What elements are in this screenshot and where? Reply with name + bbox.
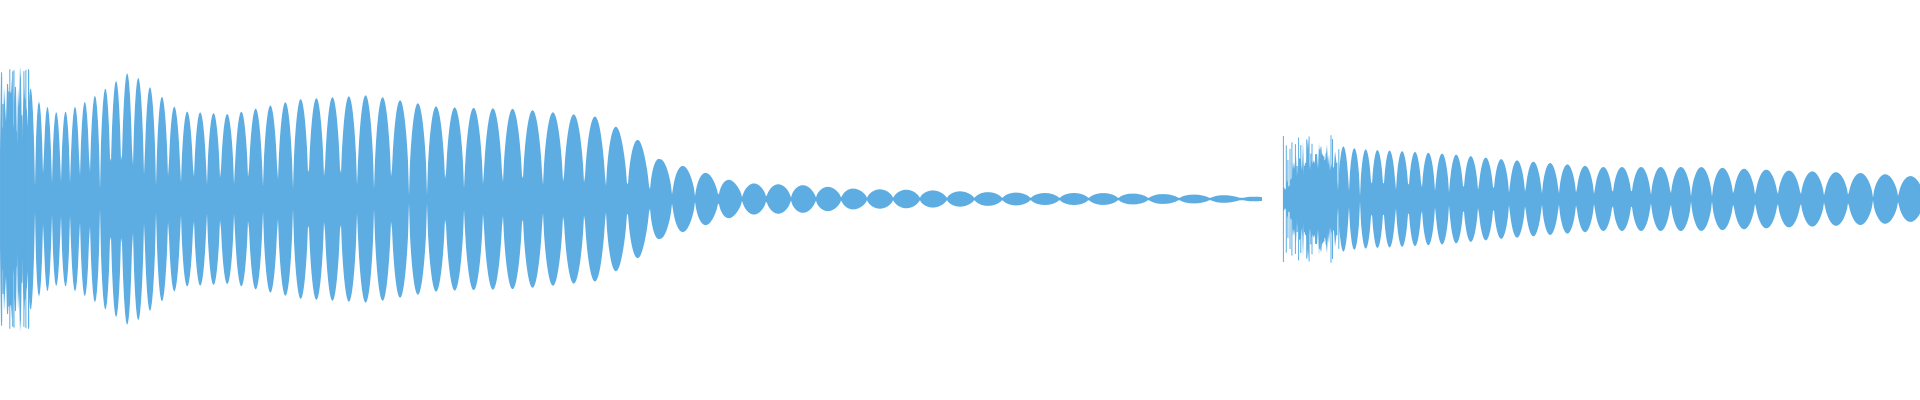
waveform-segment-1 [0,66,1262,332]
waveform-segment-2 [1283,138,1920,260]
waveform-track [0,66,1920,332]
